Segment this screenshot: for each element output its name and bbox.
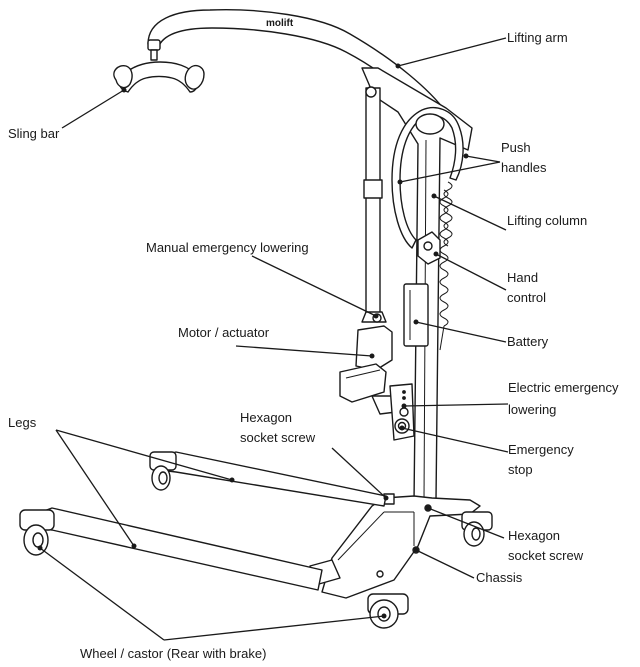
inner-tube bbox=[365, 87, 381, 317]
front-leg bbox=[35, 507, 323, 591]
label-electric-emergency-lowering-line1: Electric emergency bbox=[508, 380, 619, 395]
label-chassis: Chassis bbox=[476, 570, 523, 585]
label-push-handles-line1: Push bbox=[501, 140, 531, 155]
castor-front-right bbox=[367, 593, 409, 629]
label-lifting-column: Lifting column bbox=[507, 213, 587, 228]
castor-right bbox=[461, 511, 493, 547]
label-wheel-castor: Wheel / castor (Rear with brake) bbox=[80, 646, 266, 661]
castor-front-left bbox=[19, 509, 55, 556]
label-hexagon-socket-screw-right-line1: Hexagon bbox=[508, 528, 560, 543]
sling-bar bbox=[113, 39, 205, 93]
motor-actuator bbox=[355, 325, 393, 371]
label-emergency-stop-line2: stop bbox=[508, 462, 533, 477]
callout-labels: Lifting arm Sling bar Push handles Lifti… bbox=[8, 30, 619, 661]
label-manual-emergency-lowering: Manual emergency lowering bbox=[146, 240, 309, 255]
label-hexagon-socket-screw-right-line2: socket screw bbox=[508, 548, 584, 563]
label-hand-control-line2: control bbox=[507, 290, 546, 305]
label-motor-actuator: Motor / actuator bbox=[178, 325, 270, 340]
chassis bbox=[321, 495, 481, 599]
label-hexagon-socket-screw-left-line2: socket screw bbox=[240, 430, 316, 445]
label-sling-bar: Sling bar bbox=[8, 126, 60, 141]
label-legs: Legs bbox=[8, 415, 37, 430]
label-battery: Battery bbox=[507, 334, 549, 349]
back-leg bbox=[159, 451, 387, 507]
patient-lift-illustration: molift bbox=[19, 9, 493, 629]
label-push-handles-line2: handles bbox=[501, 160, 547, 175]
label-hexagon-socket-screw-left-line1: Hexagon bbox=[240, 410, 292, 425]
label-lifting-arm: Lifting arm bbox=[507, 30, 568, 45]
label-electric-emergency-lowering-line2: lowering bbox=[508, 402, 556, 417]
label-emergency-stop-line1: Emergency bbox=[508, 442, 574, 457]
label-hand-control-line1: Hand bbox=[507, 270, 538, 285]
leader-lines bbox=[37, 37, 509, 641]
brand-logo: molift bbox=[266, 18, 294, 29]
coiled-cable bbox=[439, 189, 449, 327]
battery bbox=[403, 283, 429, 347]
